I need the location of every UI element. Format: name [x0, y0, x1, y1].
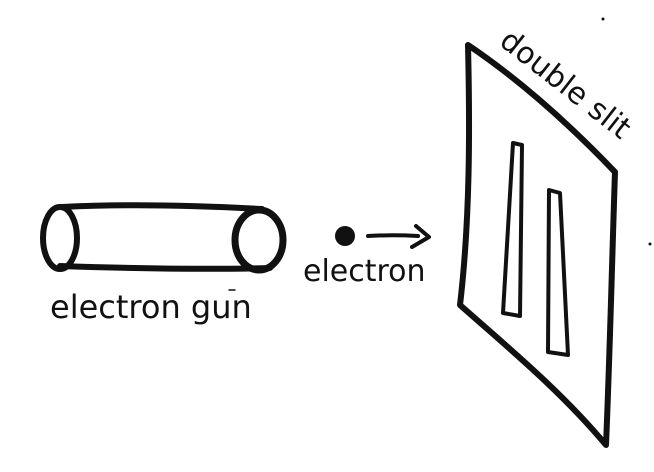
electron [335, 224, 431, 249]
motion-arrow-shaft [366, 233, 420, 238]
gun-back-end [40, 204, 80, 272]
gun-body-top-edge [59, 202, 265, 212]
stray-mark-1 [601, 17, 605, 21]
double-slit-screen [457, 42, 618, 448]
slit-2 [546, 188, 570, 357]
screen-outline [457, 42, 618, 448]
slit-1 [501, 141, 524, 318]
electron-label: electron [303, 254, 426, 289]
gun-front-opening [231, 206, 287, 274]
double-slit-label: double slit [493, 23, 638, 147]
electron-gun [40, 202, 287, 274]
electron-gun-label: electron gun [50, 288, 252, 326]
electron-dot [335, 226, 355, 246]
motion-arrow-head [410, 224, 431, 249]
stray-mark-2 [648, 242, 652, 246]
gun-body-bottom-edge [57, 263, 273, 272]
